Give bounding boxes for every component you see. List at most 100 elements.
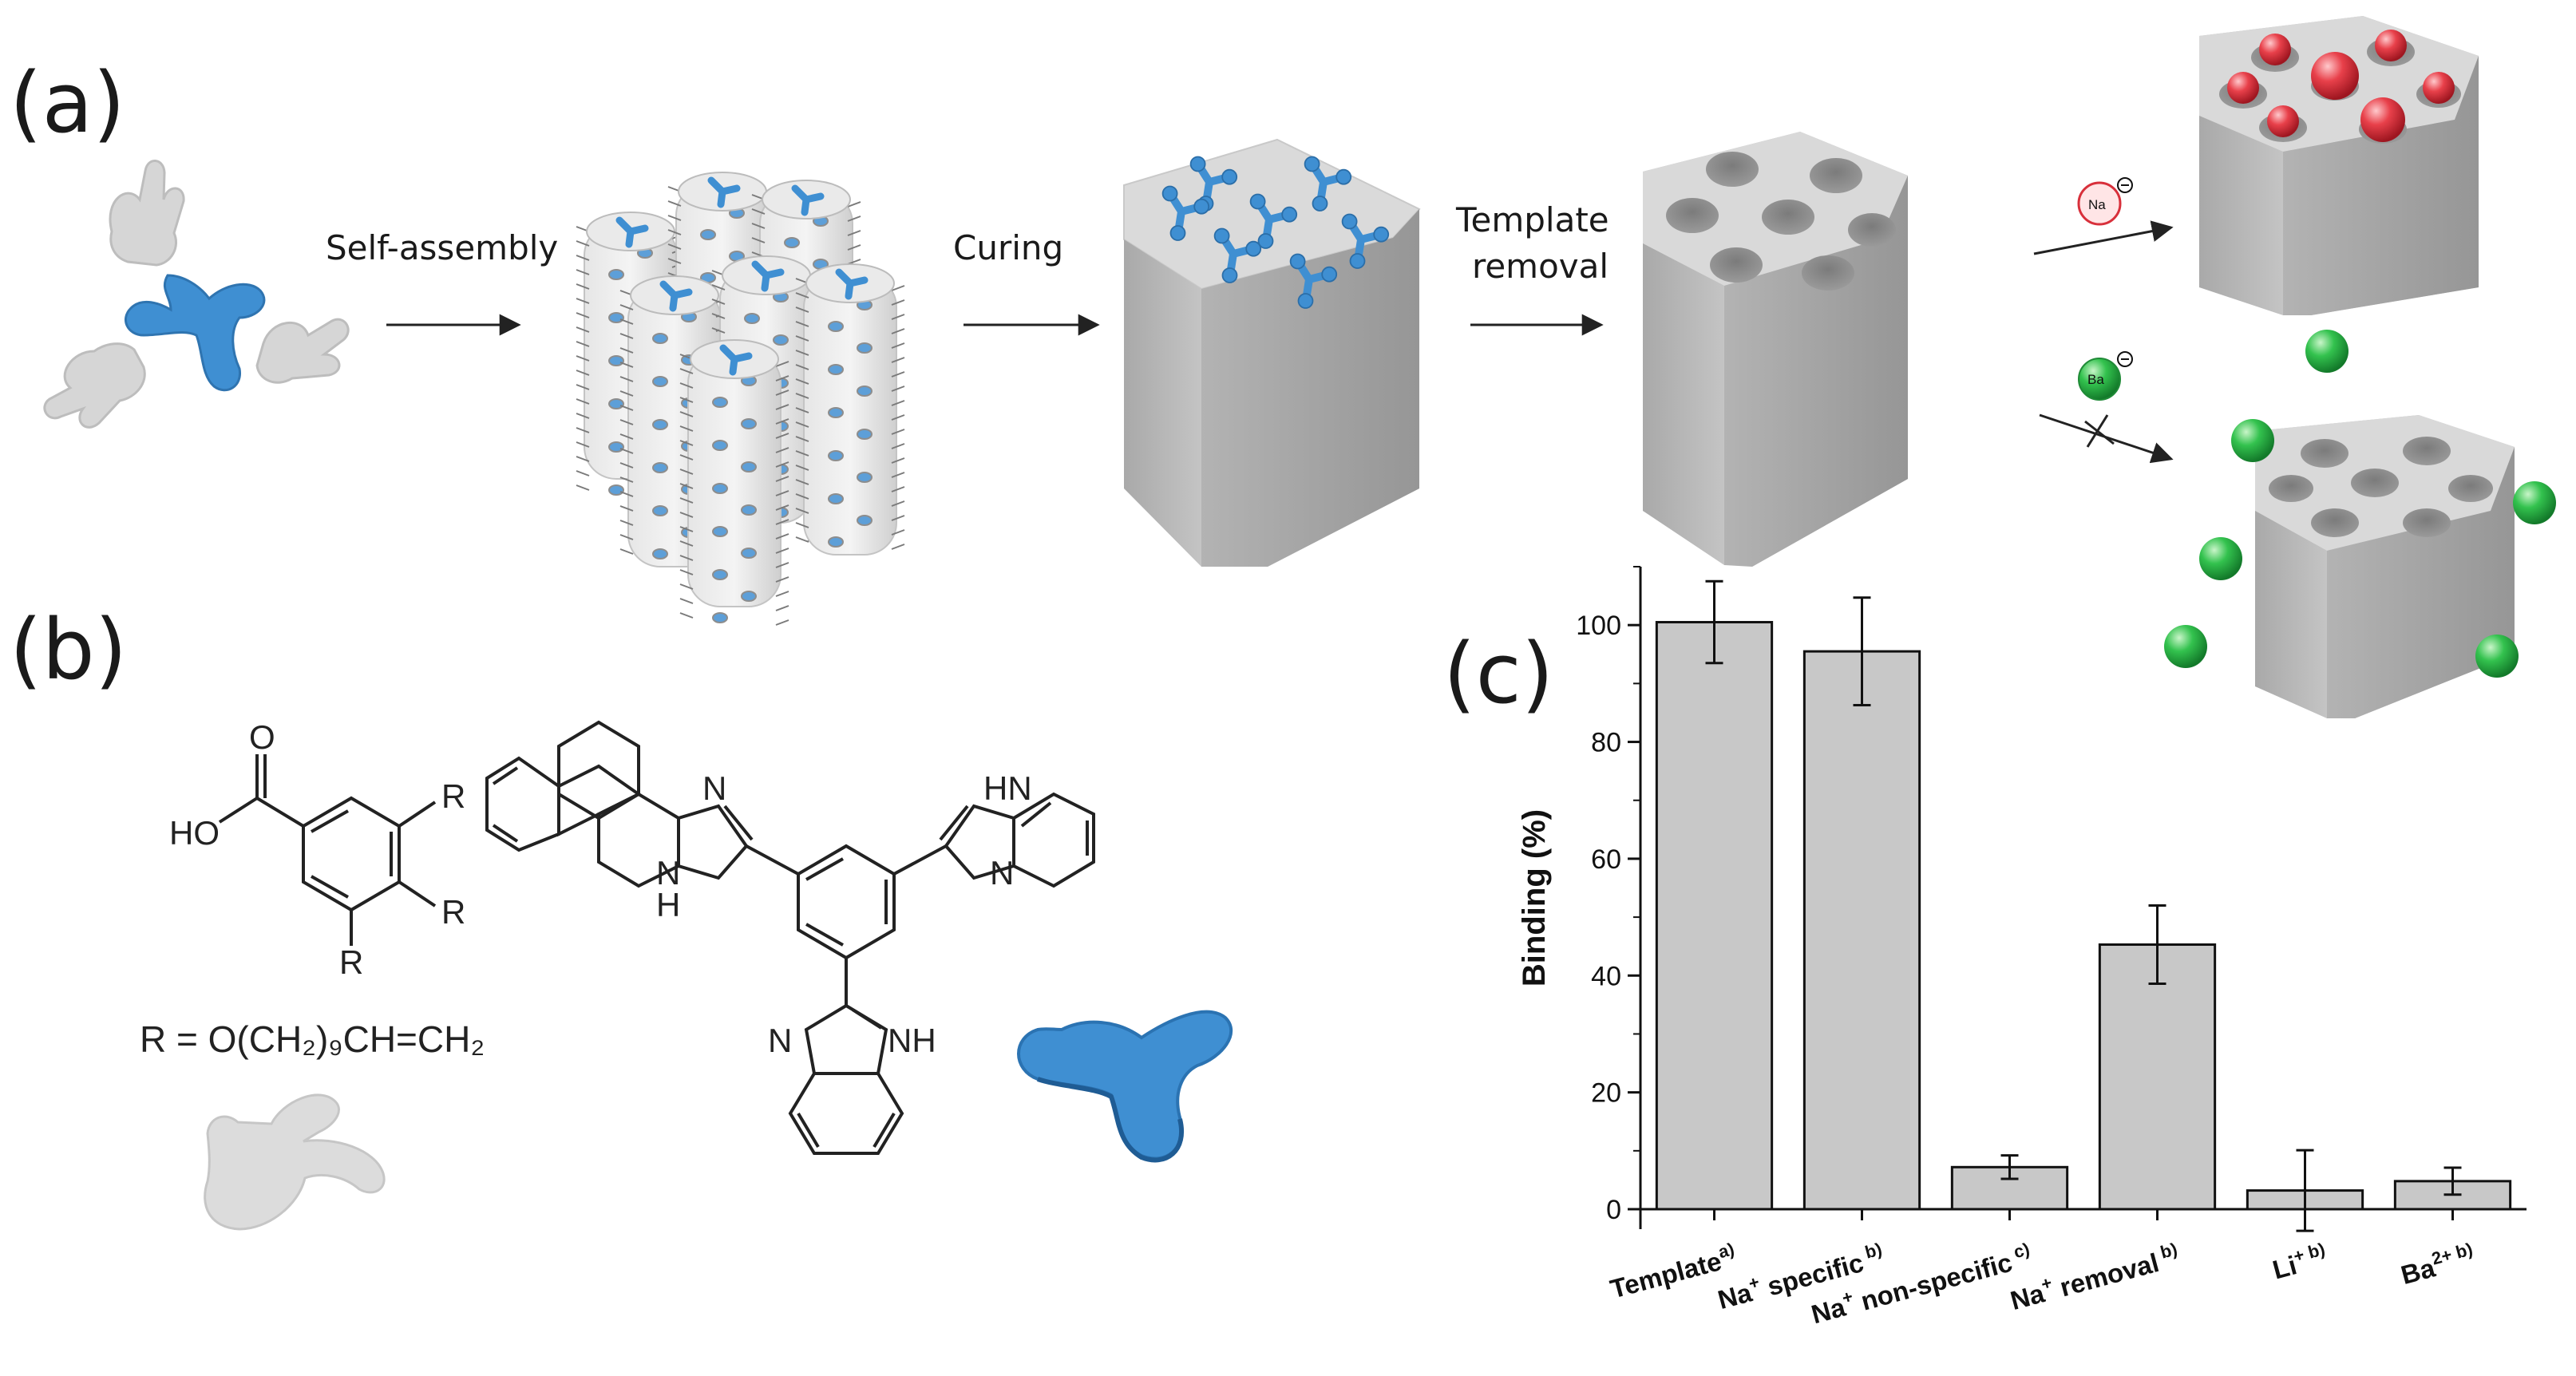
template-trilobe-icon [1017,1010,1233,1163]
assembly-template-blob [741,591,757,602]
assembly-template-blob [857,342,873,354]
y-ticks: 0 20 40 60 80 100 [1576,566,1640,1225]
assembly-template-blob [608,312,624,323]
assembly-template-blob [741,504,757,516]
cured-prism-icon [1123,138,1421,567]
y-tick-label: 20 [1591,1078,1621,1109]
assembly-template-blob [712,397,728,408]
assembly-template-blob [652,505,668,516]
error-bar [2148,903,2166,986]
na-ion-icon: Na [2077,177,2133,226]
y-tick-label: 60 [1591,844,1621,875]
empty-prism-icon [2255,415,2515,718]
assembly-template-blob [608,398,624,409]
y-tick-label: 100 [1576,611,1621,641]
y-tick-label: 80 [1591,728,1621,758]
tbb-nh-bottom: NH [888,1022,936,1059]
assembly-template-blob [652,419,668,430]
assembly-template-blob [700,229,716,240]
tbb-h-left: H [656,886,680,923]
assembly-template-blob [712,440,728,451]
error-bar [2443,1166,2462,1196]
blocked-cross-icon [2084,414,2115,448]
assembly-column [687,350,782,607]
assembly-template-blob [773,334,789,346]
r-label-right: R [441,893,465,931]
x-category-label: Li+ b) [2269,1239,2330,1284]
chart-axes [1639,567,2527,1229]
bars [1655,579,2512,1232]
assembly-template-blob [784,237,800,248]
na-loaded-prism-icon [2199,16,2479,315]
assembly-template-top [719,344,753,376]
assembly-template-top [751,260,785,292]
y-axis-label: Binding (%) [1517,809,1552,987]
assembly-template-blob [828,364,844,375]
assembly-template-blob [857,386,873,397]
ba-ions-free-icon [2164,330,2556,678]
bar [1802,650,1921,1211]
assembly-template-blob [744,313,760,324]
x-category-labels: Templatea)Na+ specific b)Na+ non-specifi… [1607,1209,2479,1329]
assembly-template-blob [652,548,668,559]
assembly-template-blob [712,483,728,494]
assembly-template-blob [828,407,844,418]
assembly-template-blob [652,376,668,387]
assembly-template-top [659,280,693,312]
error-bar [2000,1154,2019,1180]
assembly-template-blob [741,548,757,559]
assembly-template-top [791,184,825,216]
gallic-acid-structure [218,754,437,946]
panel-label-a: (a) [10,54,125,152]
assembly-template-top [707,176,741,208]
y-tick-label: 0 [1606,1195,1621,1225]
binding-chart: 0 20 40 60 80 100 Templatea)Na+ specific b)Na… [1517,566,2527,1329]
r-definition: R = O(CH₂)₉CH=CH₂ [140,1018,485,1060]
assembly-template-blob [652,462,668,473]
tbb-n-bottom: N [768,1022,792,1059]
assembly-column [803,275,897,556]
bar [2098,943,2217,1211]
assembly-template-blob [828,321,844,332]
monomer-hand-icon [204,1093,386,1231]
assembly-template-blob [712,569,728,580]
assembly-template-blob [712,526,728,537]
step-label-self-assembly: Self-assembly [326,228,558,267]
svg-text:Na: Na [2088,197,2106,212]
tbb-ring-upper-left [557,720,640,820]
svg-text:Ba: Ba [2087,372,2104,387]
acid-o-label: O [249,718,275,756]
columnar-assembly-icon [576,172,905,626]
r-label-bottom: R [339,943,363,981]
assembly-template-blob [712,612,728,623]
tbb-n-left: N [702,769,726,807]
tbb-structure [485,756,1095,1155]
ba-ion-icon: Ba [2078,351,2133,401]
step-label-template: Template [1455,200,1609,239]
tbb-n-right: N [990,854,1014,892]
assembly-template-blob [608,355,624,366]
error-bar [1853,596,1871,706]
assembly-template-blob [857,515,873,526]
x-category-label: Ba2+ b) [2397,1239,2479,1290]
step-label-removal: removal [1472,247,1609,286]
assembly-template-blob [828,493,844,504]
assembly-template-blob [652,333,668,344]
error-bar [1705,579,1723,665]
assembly-template-blob [857,472,873,483]
arrow-na-binding [2033,220,2174,255]
panel-label-c: (c) [1443,625,1553,722]
y-tick-label: 40 [1591,961,1621,991]
assembly-template-blob [608,269,624,280]
step-label-curing: Curing [953,228,1063,267]
assembly-template-blob [608,441,624,453]
tbb-nh-left: N [656,854,680,892]
assembly-template-top [835,268,869,300]
assembly-template-blob [828,536,844,548]
assembly-template-blob [741,461,757,473]
assembly-template-blob [608,484,624,496]
porous-prism-icon [1643,132,1908,567]
template-complex-icon [43,160,350,429]
bar [1655,621,1774,1211]
